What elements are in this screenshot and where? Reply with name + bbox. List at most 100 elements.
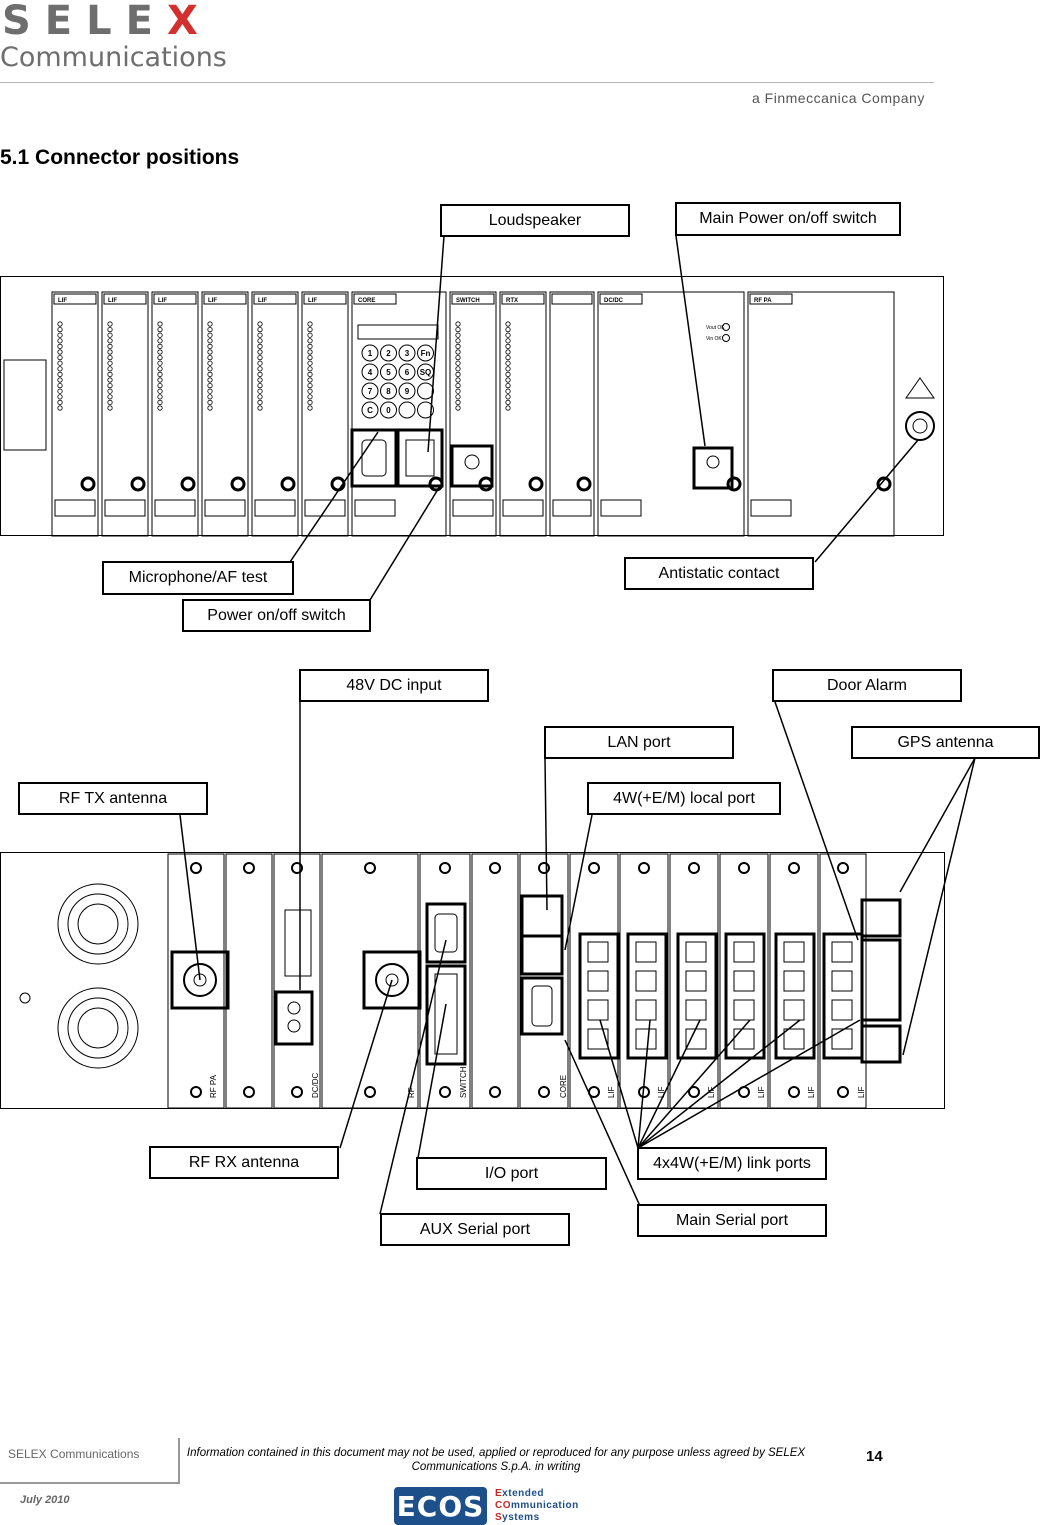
rear-module bbox=[519, 853, 569, 1109]
rj45-port bbox=[685, 941, 707, 963]
rear-module bbox=[619, 853, 669, 1109]
rj45-port bbox=[685, 970, 707, 992]
keypad-key[interactable] bbox=[417, 401, 434, 419]
keypad-key[interactable] bbox=[361, 344, 379, 362]
rear-module bbox=[321, 853, 419, 1109]
rear-module-label: LIF bbox=[607, 1086, 616, 1098]
main-power-switch-label: Main Power on/off switch bbox=[675, 202, 901, 236]
antistatic-contact[interactable] bbox=[905, 411, 935, 441]
rj45-port bbox=[831, 941, 853, 963]
keypad-key[interactable] bbox=[398, 363, 416, 381]
rear-screw bbox=[538, 862, 550, 874]
rear-module bbox=[819, 853, 867, 1109]
rear-screw bbox=[788, 1086, 800, 1098]
rj45-port bbox=[783, 941, 805, 963]
front-module bbox=[301, 291, 349, 537]
door-alarm-connector bbox=[860, 938, 902, 1022]
main-serial-connector bbox=[520, 976, 564, 1036]
footer-notice: Information contained in this document m… bbox=[186, 1447, 806, 1473]
rf-rx-antenna-label: RF RX antenna bbox=[149, 1146, 339, 1179]
front-module bbox=[51, 291, 99, 537]
ecos-tagline: Extended COmmunication Systems bbox=[495, 1488, 579, 1523]
rj45-port bbox=[635, 999, 657, 1021]
rear-module-label: CORE bbox=[559, 1075, 568, 1098]
rf-rx-connector bbox=[362, 950, 422, 1010]
keypad-key[interactable] bbox=[417, 344, 434, 362]
module-label: LIF bbox=[58, 298, 67, 304]
rear-module-label: LIF bbox=[857, 1086, 866, 1098]
rj45-port bbox=[635, 1028, 657, 1050]
keypad-key[interactable] bbox=[361, 401, 379, 419]
rear-module bbox=[225, 853, 273, 1109]
keypad-key[interactable] bbox=[380, 382, 397, 400]
rear-screw bbox=[291, 1086, 303, 1098]
keypad-key-label: SQ bbox=[420, 368, 432, 377]
rear-module-label: DC/DC bbox=[311, 1072, 320, 1098]
module-screw bbox=[180, 476, 196, 492]
front-module bbox=[351, 291, 447, 537]
rear-screw bbox=[688, 862, 700, 874]
rear-module bbox=[769, 853, 819, 1109]
front-module bbox=[499, 291, 547, 537]
rear-module-label: SWITCH bbox=[459, 1066, 468, 1098]
footer-divider-vertical bbox=[178, 1438, 180, 1484]
keypad-key-label: 2 bbox=[386, 349, 391, 358]
footer-date: July 2010 bbox=[20, 1494, 70, 1506]
module-label: DC/DC bbox=[604, 298, 624, 304]
rj45-port bbox=[635, 941, 657, 963]
keypad-key[interactable] bbox=[398, 344, 416, 362]
rear-screw bbox=[489, 862, 501, 874]
loudspeaker-label: Loudspeaker bbox=[440, 204, 630, 237]
keypad-key[interactable] bbox=[380, 401, 397, 419]
rear-module-label: LIF bbox=[807, 1086, 816, 1098]
module-screw bbox=[130, 476, 146, 492]
link-ports-label: 4x4W(+E/M) link ports bbox=[637, 1147, 827, 1180]
vin-led-label: Vin OK bbox=[706, 336, 722, 342]
gps-antenna-connector bbox=[860, 898, 902, 938]
module-label: SWITCH bbox=[456, 298, 480, 304]
link-port-block bbox=[724, 932, 766, 1060]
ecos-logo: ECOS bbox=[394, 1487, 487, 1525]
keypad-key[interactable] bbox=[380, 363, 397, 381]
selex-logo: SELEX bbox=[2, 0, 212, 44]
page-number: 14 bbox=[866, 1448, 883, 1465]
power-switch-label: Power on/off switch bbox=[182, 599, 371, 632]
keypad-key[interactable] bbox=[398, 401, 416, 419]
rj45-port bbox=[587, 941, 609, 963]
rear-screw bbox=[638, 862, 650, 874]
header-divider bbox=[0, 82, 934, 83]
keypad-key-label: 7 bbox=[368, 387, 373, 396]
module-screw bbox=[576, 476, 592, 492]
esd-warning-icon bbox=[905, 377, 935, 399]
keypad-key[interactable] bbox=[361, 382, 379, 400]
rear-module bbox=[669, 853, 719, 1109]
front-module bbox=[201, 291, 249, 537]
keypad-key[interactable] bbox=[417, 382, 434, 400]
keypad-key-label: 1 bbox=[368, 349, 373, 358]
module-screw bbox=[80, 476, 96, 492]
rj45-port bbox=[733, 970, 755, 992]
gps-antenna-label: GPS antenna bbox=[851, 726, 1040, 759]
module-label: RTX bbox=[506, 298, 518, 304]
keypad-key[interactable] bbox=[398, 382, 416, 400]
keypad-key-label: 8 bbox=[386, 387, 391, 396]
keypad-key-label: 9 bbox=[405, 387, 410, 396]
rj45-port bbox=[635, 970, 657, 992]
keypad-key[interactable] bbox=[361, 363, 379, 381]
antistatic-label: Antistatic contact bbox=[624, 557, 814, 590]
keypad-key[interactable] bbox=[380, 344, 397, 362]
rear-screw bbox=[243, 1086, 255, 1098]
front-module bbox=[747, 291, 895, 537]
rear-module-label: LIF bbox=[757, 1086, 766, 1098]
rj45-port bbox=[783, 970, 805, 992]
keypad-key-label: 3 bbox=[405, 349, 410, 358]
rear-module bbox=[273, 853, 321, 1109]
rear-screw bbox=[489, 1086, 501, 1098]
rear-module-label: RF bbox=[407, 1087, 416, 1098]
module-label: LIF bbox=[208, 298, 217, 304]
front-module bbox=[597, 291, 745, 537]
module-label: LIF bbox=[258, 298, 267, 304]
main-serial-label: Main Serial port bbox=[637, 1204, 827, 1237]
rear-screw bbox=[688, 1086, 700, 1098]
dc-input-label: 48V DC input bbox=[299, 669, 489, 702]
